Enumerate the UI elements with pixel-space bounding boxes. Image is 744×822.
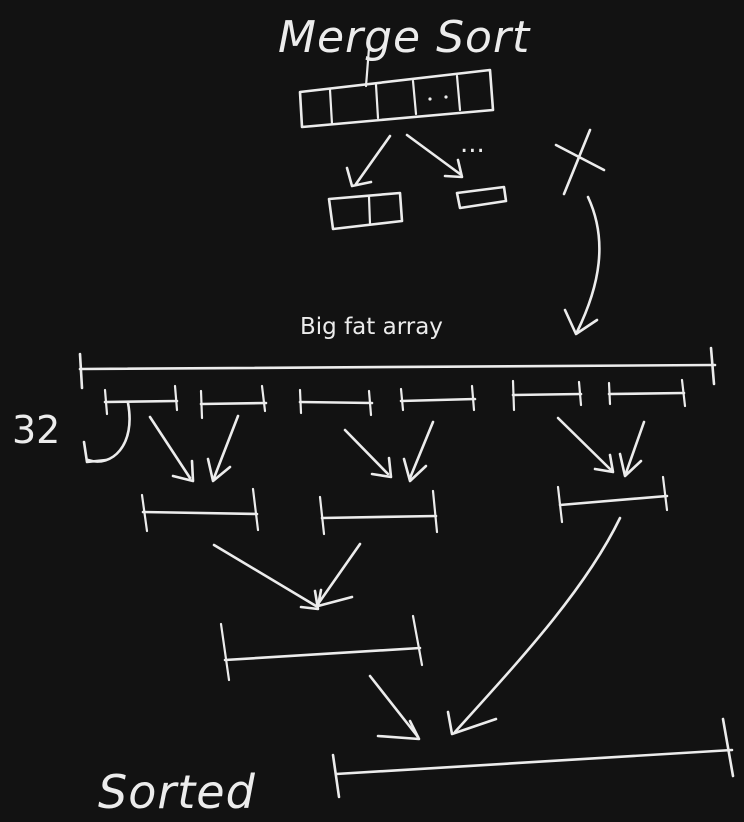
chunk-2 — [199, 384, 268, 420]
split-arrow-left — [345, 134, 392, 188]
merge-arrows-level-2 — [212, 542, 362, 611]
merged-pair-1 — [140, 487, 260, 533]
chunk-4 — [399, 384, 477, 412]
top-array — [298, 46, 495, 129]
chunk-6 — [607, 378, 687, 408]
merge-arrows-level-1 — [148, 414, 646, 483]
split-arrow-right — [405, 133, 464, 179]
final-merge-arrows — [368, 516, 622, 741]
merged-pair-3 — [556, 475, 669, 524]
chunk-5 — [511, 379, 583, 412]
split-array-right — [455, 185, 508, 210]
chunk-1 — [103, 384, 179, 416]
chunk-size-label: 32 — [12, 408, 60, 452]
chunk-size-arrow — [82, 401, 131, 464]
split-array-left — [327, 191, 404, 231]
merged-row-1 — [140, 475, 669, 536]
big-array-bar — [78, 346, 717, 390]
discard-mark — [554, 128, 606, 196]
big-array-label: Big fat array — [300, 314, 443, 340]
merged-pair-2 — [318, 489, 439, 536]
chunk-3 — [298, 388, 374, 417]
title-text: Merge Sort — [278, 12, 531, 63]
ellipsis-label: ... — [460, 129, 485, 159]
chunk-row — [103, 378, 687, 420]
merged-row-2 — [219, 614, 424, 682]
transition-arrow — [563, 195, 601, 336]
sorted-label: Sorted — [98, 765, 256, 817]
sorted-array-bar — [331, 717, 735, 799]
